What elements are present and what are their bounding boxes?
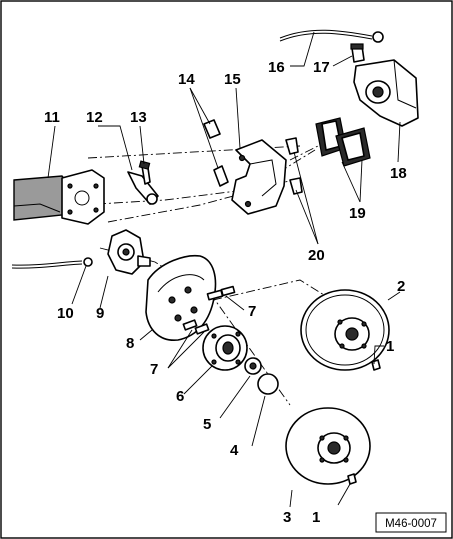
dust-cap xyxy=(257,373,279,395)
leader-lines xyxy=(47,31,401,508)
callout-4: 4 xyxy=(230,442,239,459)
vented-brake-disc xyxy=(300,289,390,371)
carrier-bolts xyxy=(203,119,229,187)
caliper-carrier xyxy=(231,139,287,215)
hub-nut xyxy=(244,357,262,375)
disc-screw-upper xyxy=(371,359,381,371)
sensor-bolt xyxy=(138,160,151,185)
brake-hose xyxy=(279,29,384,43)
callout-16: 16 xyxy=(268,59,285,76)
brake-caliper xyxy=(353,59,419,127)
callout-7-left: 7 xyxy=(150,361,158,378)
callout-labels: 1 1 2 3 4 5 6 7 7 8 9 10 11 12 13 14 15 … xyxy=(44,59,407,526)
callout-17: 17 xyxy=(313,59,330,76)
callout-6: 6 xyxy=(176,388,184,405)
callout-19: 19 xyxy=(349,205,366,222)
callout-11: 11 xyxy=(44,109,60,126)
callout-13: 13 xyxy=(130,109,147,126)
callout-15: 15 xyxy=(224,71,241,88)
callout-8: 8 xyxy=(126,335,134,352)
callout-12: 12 xyxy=(86,109,103,126)
figure-reference: M46-0007 xyxy=(375,512,447,533)
callout-1-upper: 1 xyxy=(386,338,394,355)
callout-14: 14 xyxy=(178,71,195,88)
brake-pads xyxy=(315,117,371,167)
abs-sensor-cable xyxy=(11,257,93,269)
wheel-bearing-housing xyxy=(107,229,151,275)
backplate-bolts xyxy=(182,285,236,335)
abs-sensor xyxy=(127,171,159,205)
callout-2: 2 xyxy=(397,278,405,295)
pad-clips xyxy=(285,137,303,195)
callout-9: 9 xyxy=(96,305,104,322)
disc-screw-lower xyxy=(347,473,357,485)
callout-10: 10 xyxy=(57,305,74,322)
callout-1-lower: 1 xyxy=(312,509,320,526)
callout-5: 5 xyxy=(203,416,211,433)
callout-3: 3 xyxy=(283,509,291,526)
callout-20: 20 xyxy=(308,247,325,264)
steering-knuckle xyxy=(13,169,105,225)
figure-reference-label: M46-0007 xyxy=(385,518,437,530)
wheel-hub xyxy=(202,325,248,371)
bleed-screw xyxy=(350,43,365,63)
callout-7-right: 7 xyxy=(248,303,256,320)
callout-18: 18 xyxy=(390,165,407,182)
solid-brake-disc xyxy=(285,407,371,485)
